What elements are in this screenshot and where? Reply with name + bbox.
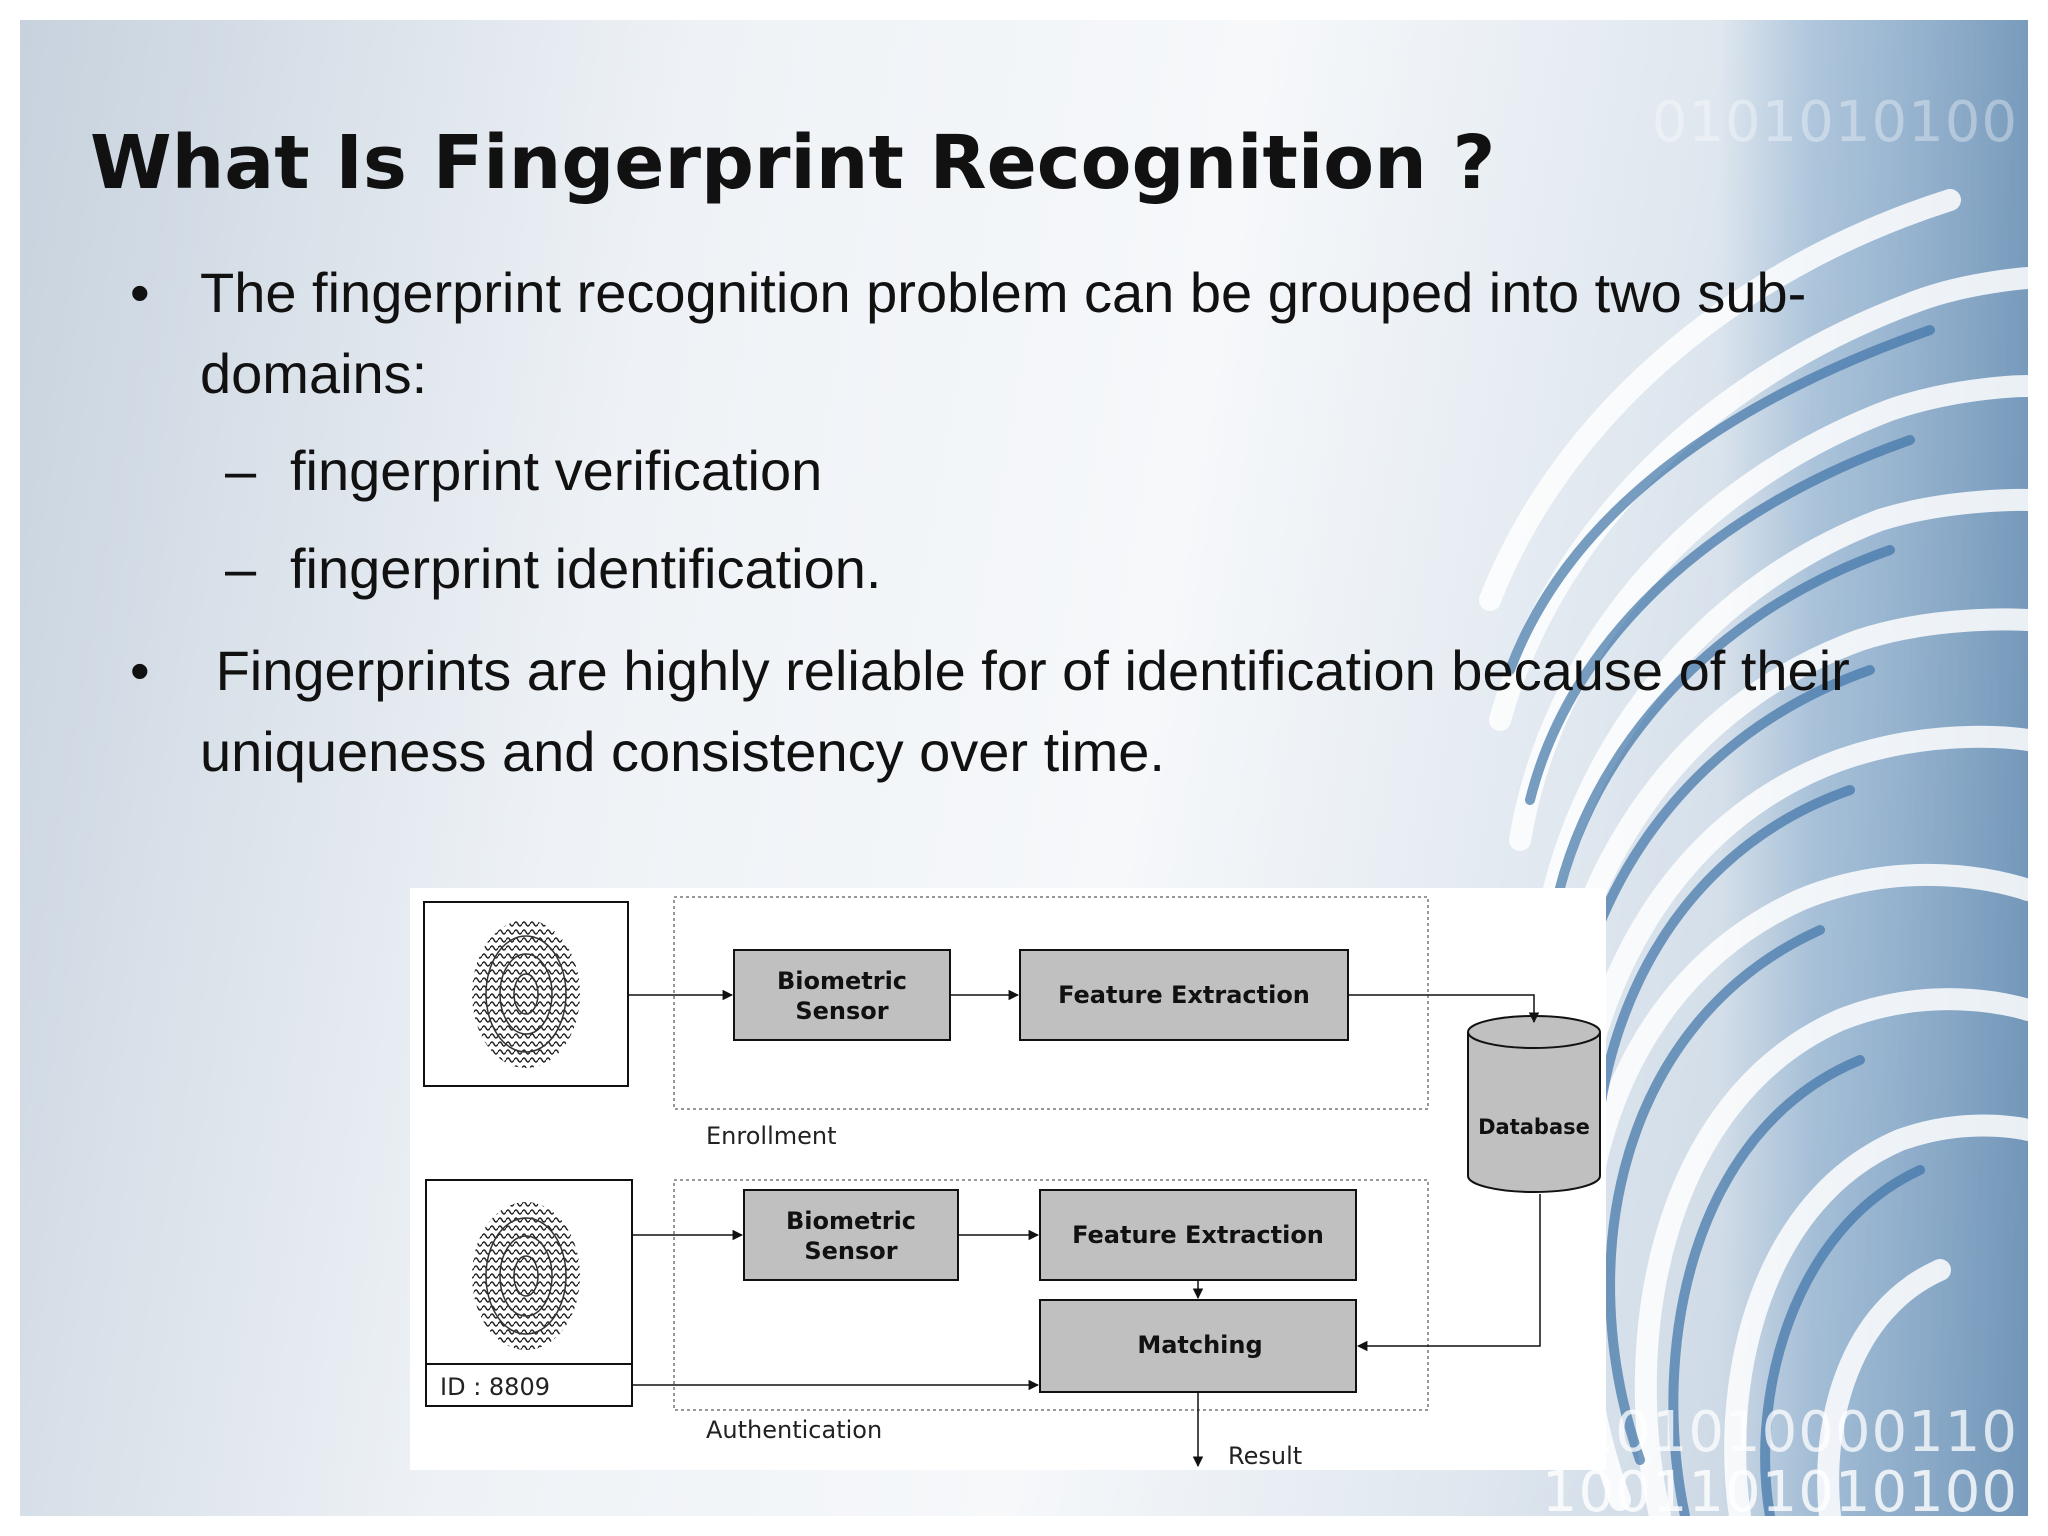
bullet-item-reliability: • Fingerprints are highly reliable for o… [130,630,1950,792]
bullet-text: Fingerprints are highly reliable for of … [200,639,1866,783]
sub-bullet-identification: – fingerprint identification. [225,528,882,609]
auth-biometric-sensor-box [743,1189,959,1281]
enroll-feature-extraction-label: Feature Extraction [1058,981,1310,1009]
auth-sensor-label-line1: Biometric [786,1207,916,1235]
enroll-fingerprint-image [472,920,580,1068]
matching-label: Matching [1137,1331,1262,1359]
bullet-mark: • [130,639,150,702]
bullet-item-subdomains: • The fingerprint recognition problem ca… [130,252,1900,414]
enroll-biometric-sensor-box [733,949,951,1041]
database-label: Database [1478,1115,1590,1139]
auth-feature-extraction-label: Feature Extraction [1072,1221,1324,1249]
sub-bullet-text: fingerprint identification. [290,537,882,600]
enrollment-region [673,896,1429,1110]
auth-sensor-label-line2: Sensor [804,1237,897,1265]
matching-box [1039,1299,1357,1393]
database-cylinder [1467,1015,1601,1193]
background-binary-bottom-2: 1001101010100 [1541,1460,2018,1516]
enrollment-label: Enrollment [706,1122,837,1150]
bullet-mark: • [130,261,150,324]
result-label: Result [1228,1442,1302,1470]
bullet-text: The fingerprint recognition problem can … [200,261,1807,405]
auth-fingerprint-image [472,1202,580,1350]
authentication-label: Authentication [706,1416,882,1444]
id-box [425,1363,633,1407]
dash-mark: – [225,537,257,600]
id-label: ID : 8809 [440,1373,550,1401]
sub-bullet-verification: – fingerprint verification [225,430,823,511]
enroll-sensor-label-line1: Biometric [777,967,907,995]
background-binary-top: 0101010100 [1651,90,2018,155]
arrow-feature-to-database [1348,994,1540,1024]
fingerprint-system-diagram: Enrollment Biometric Sensor Feature Extr… [410,888,1606,1470]
arrow-database-to-matching [1356,1194,1541,1352]
sub-bullet-text: fingerprint verification [290,439,823,502]
slide: 0101010100 010101010000110 1001101010100… [20,20,2028,1516]
slide-title: What Is Fingerprint Recognition ? [90,120,1496,206]
dash-mark: – [225,439,257,502]
enroll-sensor-label-line2: Sensor [795,997,888,1025]
